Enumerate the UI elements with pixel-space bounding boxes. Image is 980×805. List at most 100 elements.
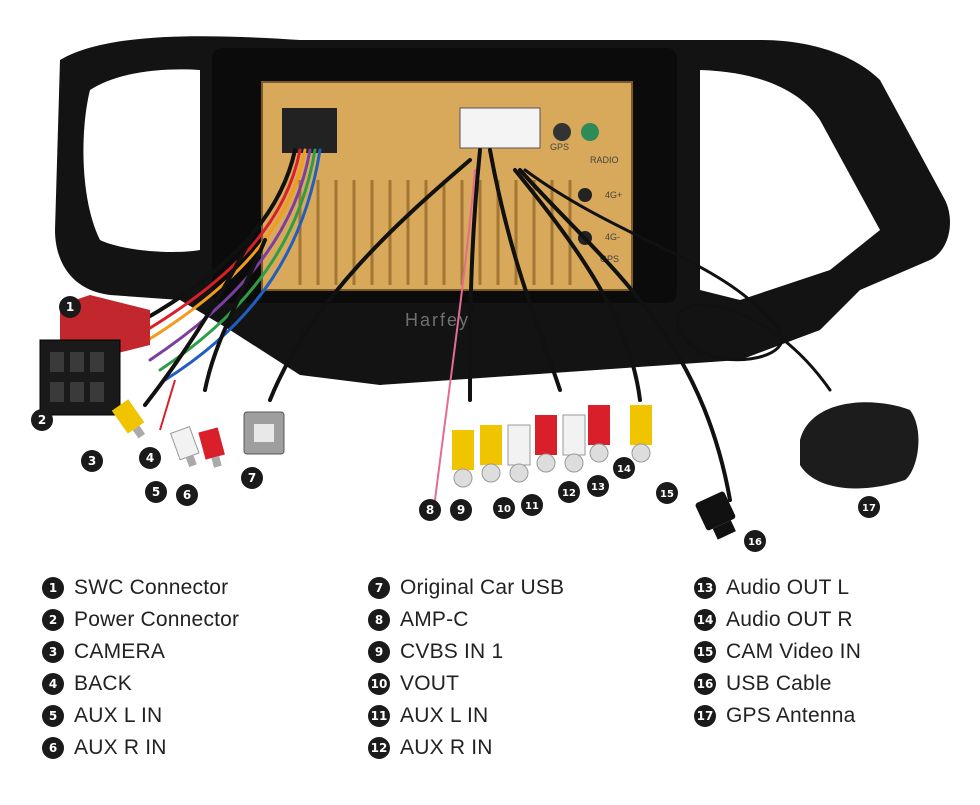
legend-badge: 6 [42, 737, 64, 759]
callout-number: 13 [591, 482, 605, 493]
callout-17: 17 [858, 496, 880, 518]
legend-label: Power Connector [74, 608, 240, 631]
unit-aux-connector [459, 107, 541, 149]
legend-label: AMP-C [400, 608, 469, 631]
callout-circle [176, 484, 198, 506]
callout-number: 10 [497, 504, 511, 515]
legend-label: GPS Antenna [726, 704, 856, 727]
rca-vout-plug [480, 425, 502, 483]
callout-number: 9 [457, 503, 465, 517]
harness-bundle [138, 148, 307, 347]
legend-badge: 13 [694, 577, 716, 599]
rca-bundle-cable-2 [488, 148, 562, 392]
callout-7: 7 [241, 467, 263, 489]
watermark: Harfey [405, 310, 470, 330]
callout-9: 9 [450, 499, 472, 521]
legend-badge: 9 [368, 641, 390, 663]
callout-15: 15 [656, 482, 678, 504]
callout-circle [31, 409, 53, 431]
callout-circle [858, 496, 880, 518]
callout-number: 8 [426, 503, 434, 517]
callout-number: 1 [66, 300, 74, 314]
callout-10: 10 [493, 497, 515, 519]
back-wire [159, 379, 176, 431]
gps-port-label-2: GPS [600, 254, 619, 264]
callout-number: 5 [152, 485, 160, 499]
rca-aux-l-in-plug [535, 415, 557, 473]
legend-badge: 12 [368, 737, 390, 759]
legend-badge: 14 [694, 609, 716, 631]
legend-item-17: 17 GPS Antenna [694, 700, 861, 732]
callout-circle [656, 482, 678, 504]
callout-number: 7 [248, 471, 256, 485]
callout-number: 15 [660, 489, 674, 500]
power-connector [39, 339, 121, 416]
legend-item-13: 13 Audio OUT L [694, 572, 861, 604]
legend-label: AUX L IN [400, 704, 489, 727]
callout-16: 16 [744, 530, 766, 552]
callout-number: 17 [862, 503, 876, 514]
callout-12: 12 [558, 481, 580, 503]
gps-port-label: GPS [550, 142, 569, 152]
legend-badge: 1 [42, 577, 64, 599]
rca-cam-video-in-plug [630, 405, 652, 463]
heatsink-fins [298, 180, 572, 285]
callout-8: 8 [419, 499, 441, 521]
legend-label: Audio OUT L [726, 576, 850, 599]
callout-circle [744, 530, 766, 552]
cables [123, 148, 832, 502]
bezel-window-right [700, 70, 880, 300]
legend-badge: 8 [368, 609, 390, 631]
original-usb-port [254, 424, 274, 442]
legend-badge: 17 [694, 705, 716, 727]
callout-2: 2 [31, 409, 53, 431]
callout-circle [241, 467, 263, 489]
power-connector-slots [50, 352, 104, 402]
cam-video-cable [513, 168, 642, 402]
legend-item-2: 2 Power Connector [42, 604, 239, 636]
usb-cable-connector [695, 491, 736, 540]
callout-circle [81, 450, 103, 472]
4g-plus-label: 4G+ [605, 190, 622, 200]
bezel-window-left [83, 69, 200, 252]
legend-label: VOUT [400, 672, 460, 695]
callout-circle [521, 494, 543, 516]
callout-3: 3 [81, 450, 103, 472]
callout-circle [613, 457, 635, 479]
callout-13: 13 [587, 475, 609, 497]
legend-label: Audio OUT R [726, 608, 853, 631]
callout-number: 11 [525, 501, 539, 512]
callout-number: 2 [38, 413, 46, 427]
gps-port-icon [553, 123, 571, 141]
usb-original-cable [268, 158, 472, 402]
harness-wire-green [158, 148, 317, 372]
rca-aux-r-plug [198, 427, 225, 468]
callout-circle [419, 499, 441, 521]
radio-port-icon [581, 123, 599, 141]
legend-label: CAMERA [74, 640, 166, 663]
legend-badge: 2 [42, 609, 64, 631]
legend-label: AUX L IN [74, 704, 163, 727]
camera-cable [143, 228, 257, 407]
callout-1: 1 [59, 296, 81, 318]
callout-circle [450, 499, 472, 521]
harness-wire-black [123, 148, 297, 332]
callout-circle [587, 475, 609, 497]
callout-number: 3 [88, 454, 96, 468]
legend-badge: 4 [42, 673, 64, 695]
callout-number: 12 [562, 488, 576, 499]
aux-cable [203, 238, 267, 392]
